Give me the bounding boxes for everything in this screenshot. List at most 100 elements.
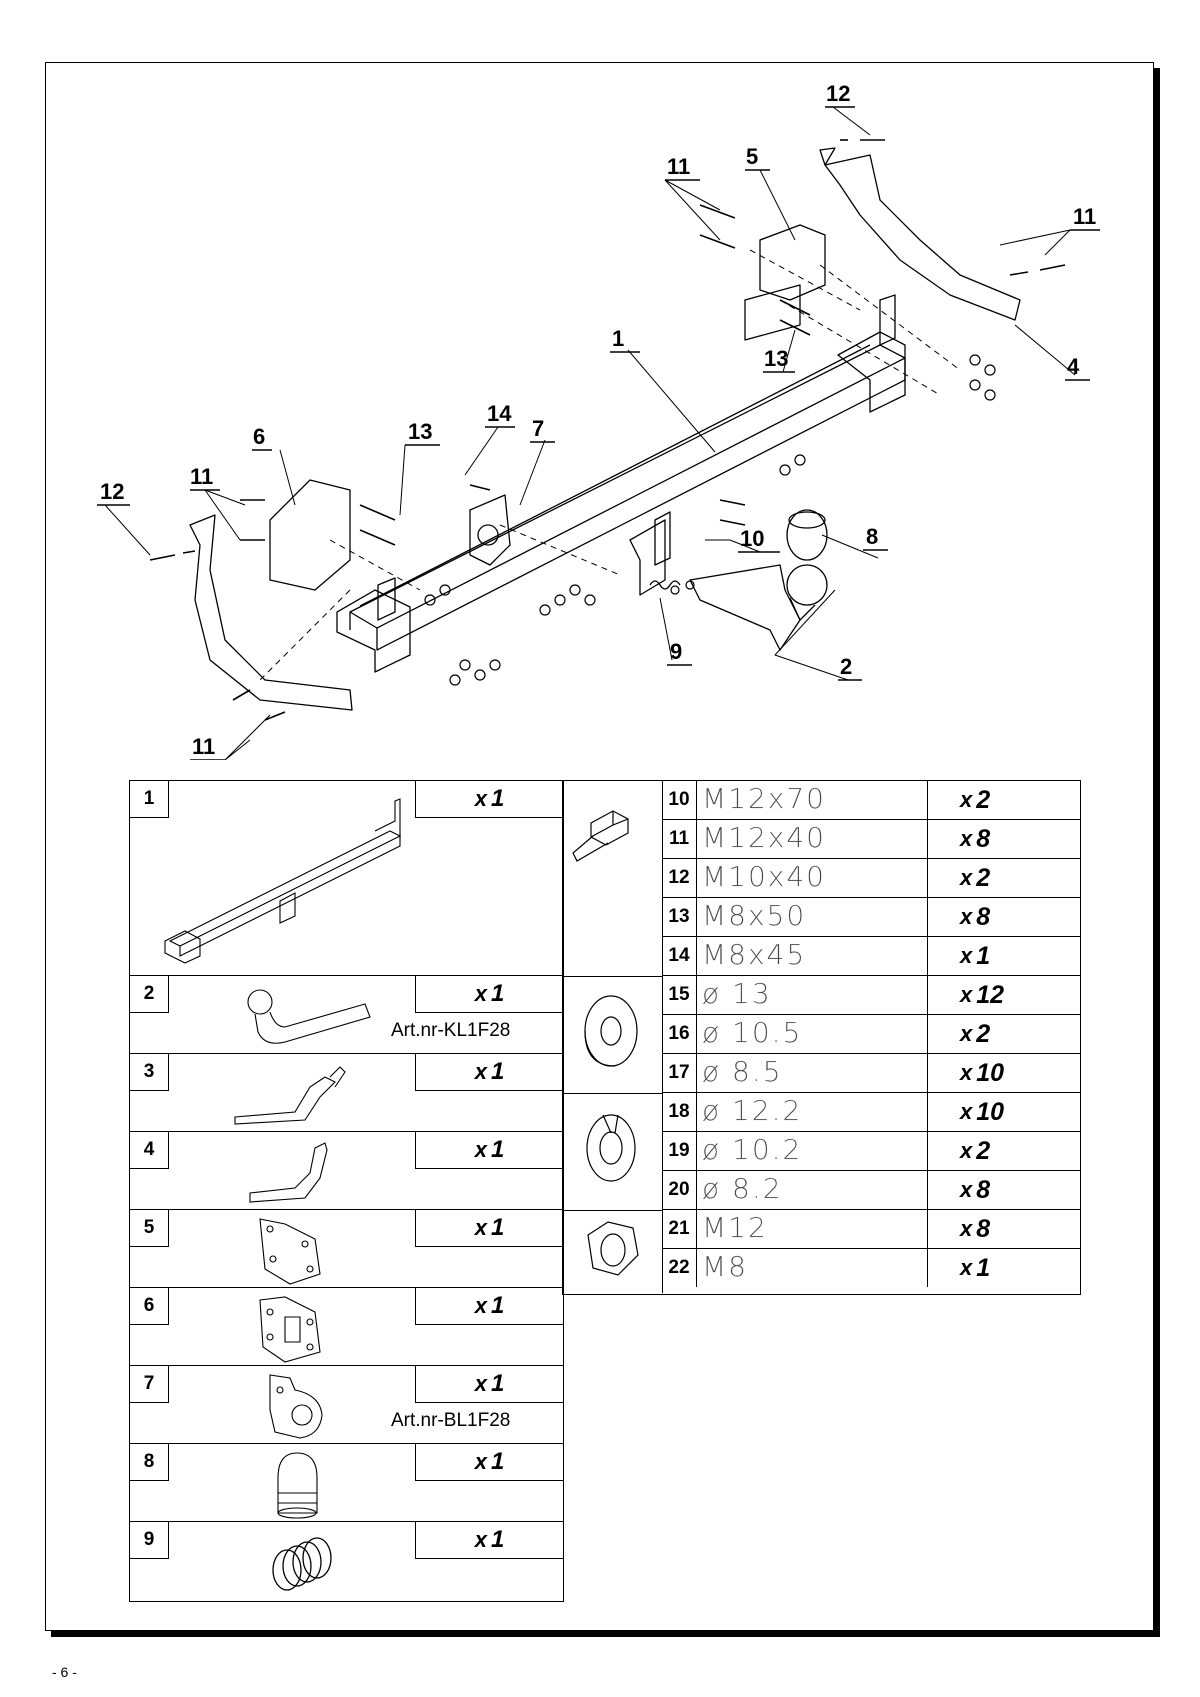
part-number: 15 xyxy=(662,976,697,1014)
part-spec: M10x40 xyxy=(702,860,826,893)
mounting-plate-thumbnail xyxy=(259,1218,321,1285)
callout-5: 5 xyxy=(746,144,758,169)
callout-11-right: 11 xyxy=(1073,204,1096,229)
callout-14: 14 xyxy=(487,401,512,426)
side-arm-left xyxy=(189,514,353,711)
part-spec: M12x40 xyxy=(702,821,826,854)
part-spec: ø 8.5 xyxy=(702,1055,783,1088)
callout-8: 8 xyxy=(866,524,878,549)
callout-11-top: 11 xyxy=(667,154,690,179)
crossbar-part xyxy=(349,344,906,629)
part-spec: M8x50 xyxy=(702,899,807,932)
part-spec: M8 xyxy=(702,1250,748,1283)
spring-thumbnail xyxy=(272,1537,332,1591)
towball-thumbnail xyxy=(247,989,371,1044)
part-spec: M12 xyxy=(702,1211,768,1244)
part-number: 19 xyxy=(662,1132,697,1170)
part-spec: ø 10.2 xyxy=(702,1133,803,1166)
bolt-icon xyxy=(572,810,629,862)
part-number: 4 xyxy=(130,1132,169,1169)
part-number: 3 xyxy=(130,1054,169,1091)
nut-icon xyxy=(587,1221,639,1276)
part-number: 10 xyxy=(662,781,697,819)
washer-icon-cell xyxy=(563,976,663,1094)
part-spec: ø 12.2 xyxy=(702,1094,803,1127)
callout-4: 4 xyxy=(1067,354,1080,379)
side-arm-thumbnail xyxy=(234,1066,346,1125)
bolt-icon-cell xyxy=(563,781,663,977)
part-number: 2 xyxy=(130,976,169,1013)
callout-2: 2 xyxy=(840,654,852,679)
spring-washer-icon xyxy=(586,1114,636,1182)
part-number: 16 xyxy=(662,1015,697,1053)
callout-13-left: 13 xyxy=(408,419,432,444)
part-number: 7 xyxy=(130,1366,169,1403)
part-number: 5 xyxy=(130,1210,169,1247)
part-number: 13 xyxy=(662,898,697,936)
side-arm-right xyxy=(824,154,1021,321)
part-number: 8 xyxy=(130,1444,169,1481)
part-article-number: Art.nr-BL1F28 xyxy=(391,1410,511,1431)
part-spec: ø 8.2 xyxy=(702,1172,783,1205)
side-arm-thumbnail xyxy=(249,1142,328,1203)
socket-plate-thumbnail xyxy=(269,1374,323,1439)
callout-10: 10 xyxy=(740,526,764,551)
exploded-assembly-diagram: 1 2 4 5 6 7 8 9 10 11 11 11 11 12 12 13 … xyxy=(97,81,1100,760)
part-spec: ø 10.5 xyxy=(702,1016,803,1049)
towball-part xyxy=(689,564,801,651)
part-article-number: Art.nr-KL1F28 xyxy=(391,1020,511,1041)
part-spec: M12x70 xyxy=(702,782,826,815)
part-number: 1 xyxy=(130,781,169,818)
callout-11-left: 11 xyxy=(190,464,213,489)
spring-washer-icon-cell xyxy=(563,1093,663,1211)
callout-1: 1 xyxy=(612,326,624,351)
part-number: 17 xyxy=(662,1054,697,1092)
part-number: 14 xyxy=(662,937,697,975)
callout-11-bottom: 11 xyxy=(192,734,215,759)
part-number: 20 xyxy=(662,1171,697,1209)
crossbar-thumbnail xyxy=(164,798,402,964)
part-number: 9 xyxy=(130,1522,169,1559)
page-number: - 6 - xyxy=(52,1664,77,1680)
callout-9: 9 xyxy=(670,639,682,664)
ball-cap-thumbnail xyxy=(277,1452,318,1519)
part-spec: ø 13 xyxy=(702,977,772,1010)
